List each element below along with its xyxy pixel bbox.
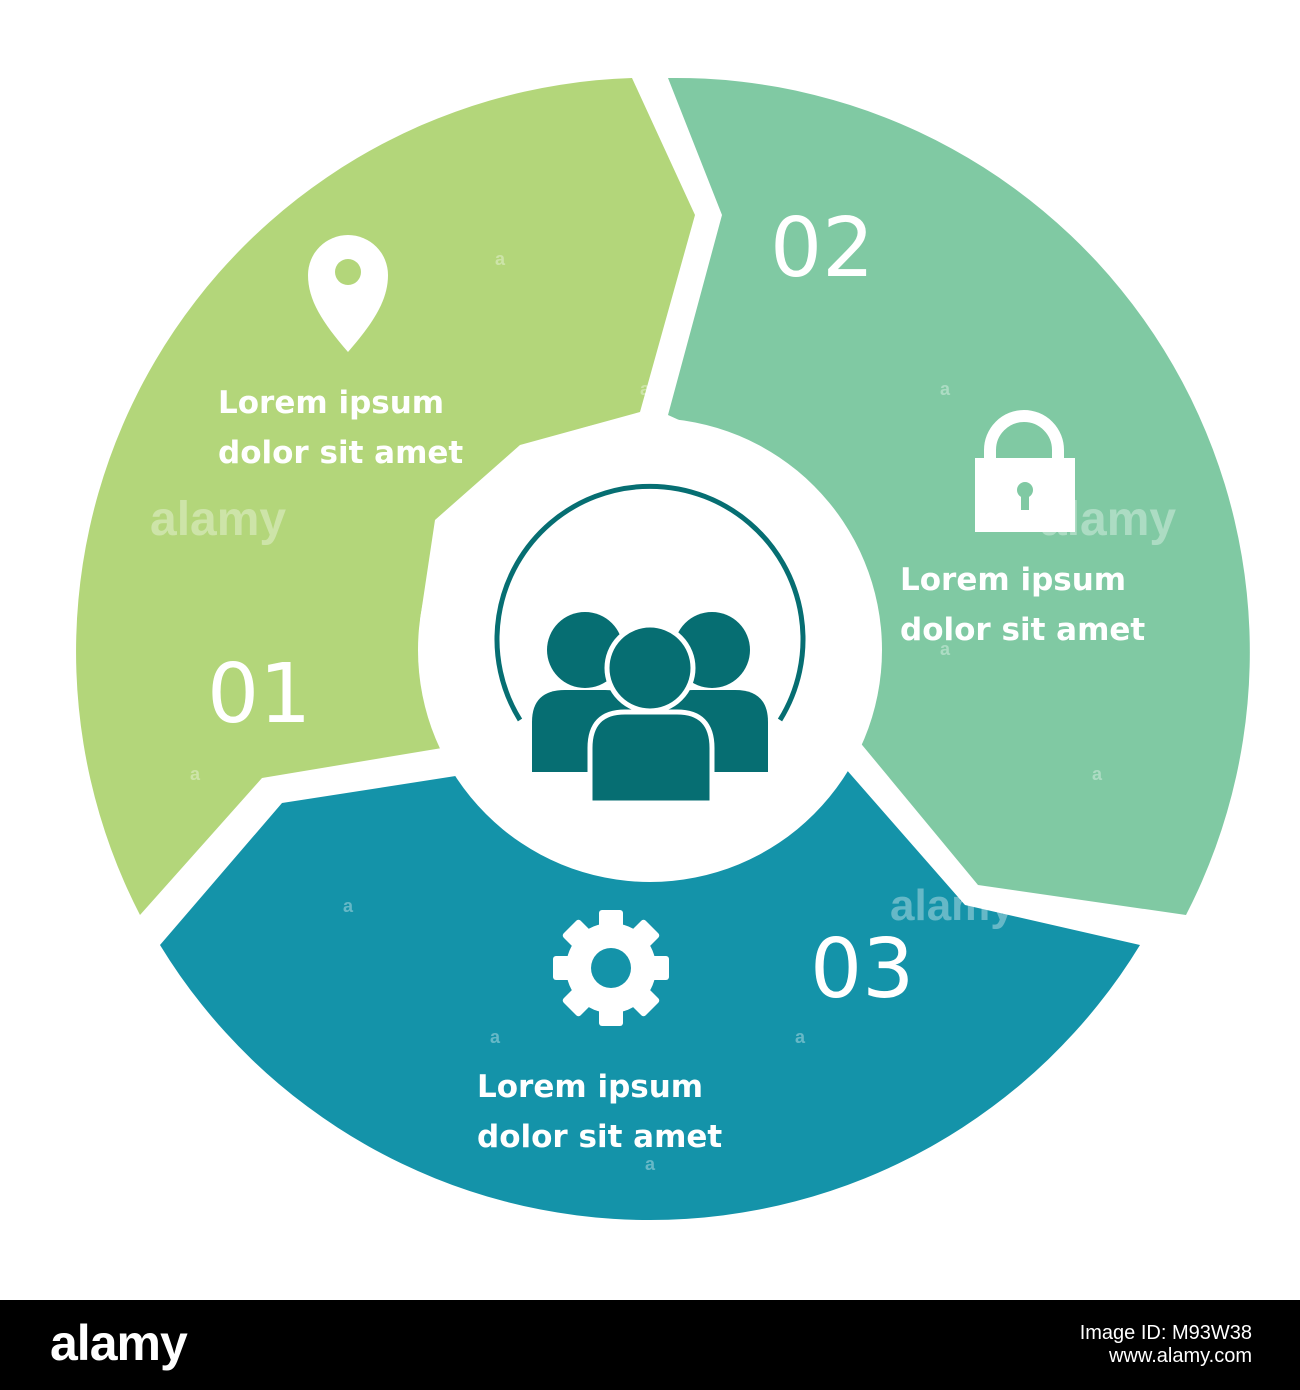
map-pin-icon bbox=[308, 235, 388, 352]
segment-01 bbox=[76, 78, 696, 915]
segment-03-label-line2: dolor sit amet bbox=[477, 1119, 722, 1155]
segment-01-number: 01 bbox=[207, 647, 311, 742]
cycle-diagram: Lorem ipsum dolor sit amet 01 02 Lorem i… bbox=[76, 77, 1250, 1221]
watermark: alamy alamy alamy a a a a a a a a a a bbox=[150, 249, 1176, 1174]
footer-url-text: www.alamy.com bbox=[1109, 1345, 1252, 1367]
svg-text:alamy: alamy bbox=[1040, 493, 1176, 546]
segment-03-number: 03 bbox=[810, 922, 914, 1017]
svg-text:a: a bbox=[940, 379, 951, 399]
segment-02-label-line1: Lorem ipsum bbox=[900, 562, 1126, 598]
svg-text:a: a bbox=[190, 764, 201, 784]
segment-02-number: 02 bbox=[770, 201, 874, 296]
people-group-icon bbox=[532, 612, 768, 806]
segment-02 bbox=[668, 77, 1250, 916]
footer-info: Image ID: M93W38 www.alamy.com bbox=[1080, 1322, 1252, 1368]
segment-03-label-line1: Lorem ipsum bbox=[477, 1069, 703, 1105]
svg-text:a: a bbox=[645, 1154, 656, 1174]
segment-01-label-line1: Lorem ipsum bbox=[218, 385, 444, 421]
segment-02-label-line2: dolor sit amet bbox=[900, 612, 1145, 648]
svg-text:a: a bbox=[495, 249, 506, 269]
padlock-icon bbox=[975, 410, 1075, 532]
svg-text:a: a bbox=[640, 379, 651, 399]
svg-text:a: a bbox=[940, 639, 951, 659]
svg-text:a: a bbox=[795, 1027, 806, 1047]
svg-text:a: a bbox=[1092, 764, 1103, 784]
center-ring bbox=[494, 483, 806, 722]
footer-bar: alamy Image ID: M93W38 www.alamy.com bbox=[0, 1300, 1300, 1390]
gear-icon bbox=[553, 910, 669, 1026]
svg-text:a: a bbox=[490, 1027, 501, 1047]
segment-01-label-line2: dolor sit amet bbox=[218, 435, 463, 471]
footer-logo: alamy bbox=[50, 1315, 188, 1371]
image-id-text: Image ID: M93W38 bbox=[1079, 1322, 1252, 1344]
svg-text:alamy: alamy bbox=[150, 493, 286, 546]
svg-text:alamy: alamy bbox=[890, 881, 1015, 930]
svg-text:a: a bbox=[343, 896, 354, 916]
